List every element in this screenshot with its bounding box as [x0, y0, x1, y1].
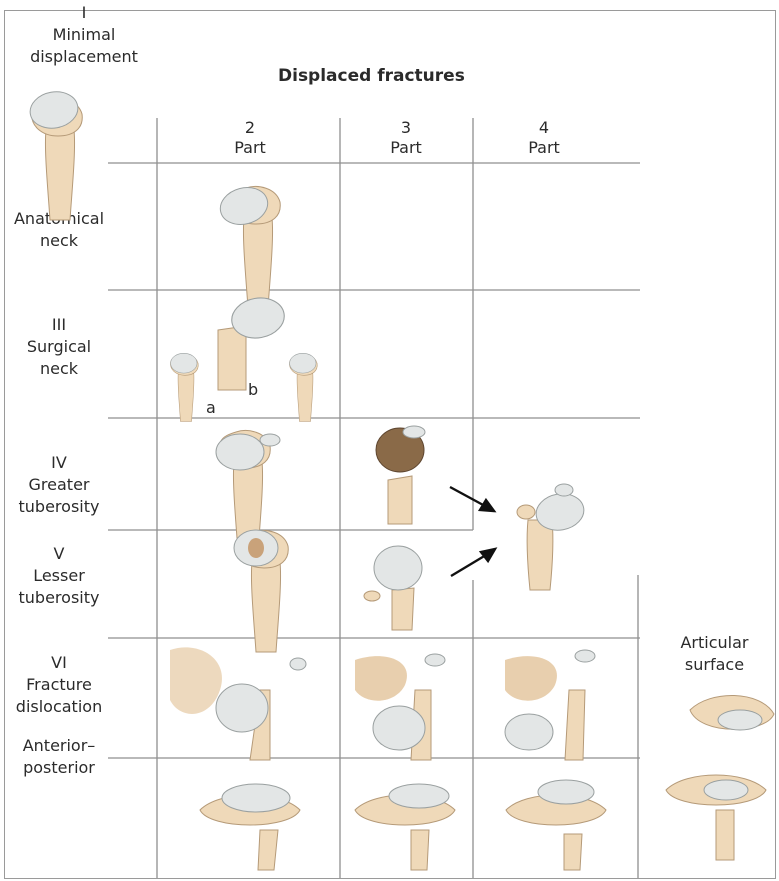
- bone-vii-2part: [200, 784, 300, 870]
- bone-articular-1: [690, 695, 774, 730]
- bone-type-i: [27, 88, 82, 220]
- bone-vi-2part: [170, 647, 306, 760]
- bone-iii-c: [289, 353, 317, 421]
- bone-vi-4part: [505, 650, 595, 760]
- bone-v-2part: [234, 530, 288, 652]
- bone-articular-2: [666, 775, 766, 860]
- bone-vii-4part: [506, 780, 606, 870]
- bone-ii-2part: [216, 182, 280, 308]
- bone-iii-b: [218, 294, 287, 390]
- bone-v-3part: [364, 546, 422, 630]
- bone-iii-a: [170, 353, 198, 421]
- bone-vi-3part: [355, 654, 445, 760]
- bone-vii-3part: [355, 784, 455, 870]
- bone-iv-3part: [376, 426, 425, 524]
- bone-4part: [517, 484, 587, 590]
